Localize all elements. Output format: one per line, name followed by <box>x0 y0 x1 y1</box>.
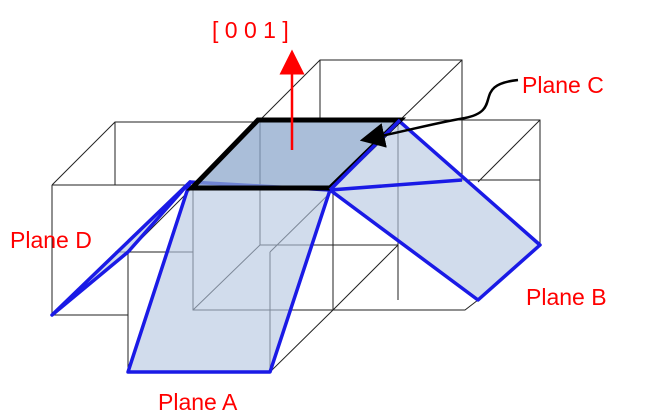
plane-c-label: Plane C <box>522 72 604 98</box>
plane-b-label: Plane B <box>526 284 607 310</box>
plane-c-pointer <box>359 78 519 148</box>
plane-d-label: Plane D <box>10 227 92 253</box>
plane-d-shape <box>50 180 192 317</box>
direction-label: [ 0 0 1 ] <box>212 17 289 43</box>
plane-a-label: Plane A <box>158 389 238 415</box>
